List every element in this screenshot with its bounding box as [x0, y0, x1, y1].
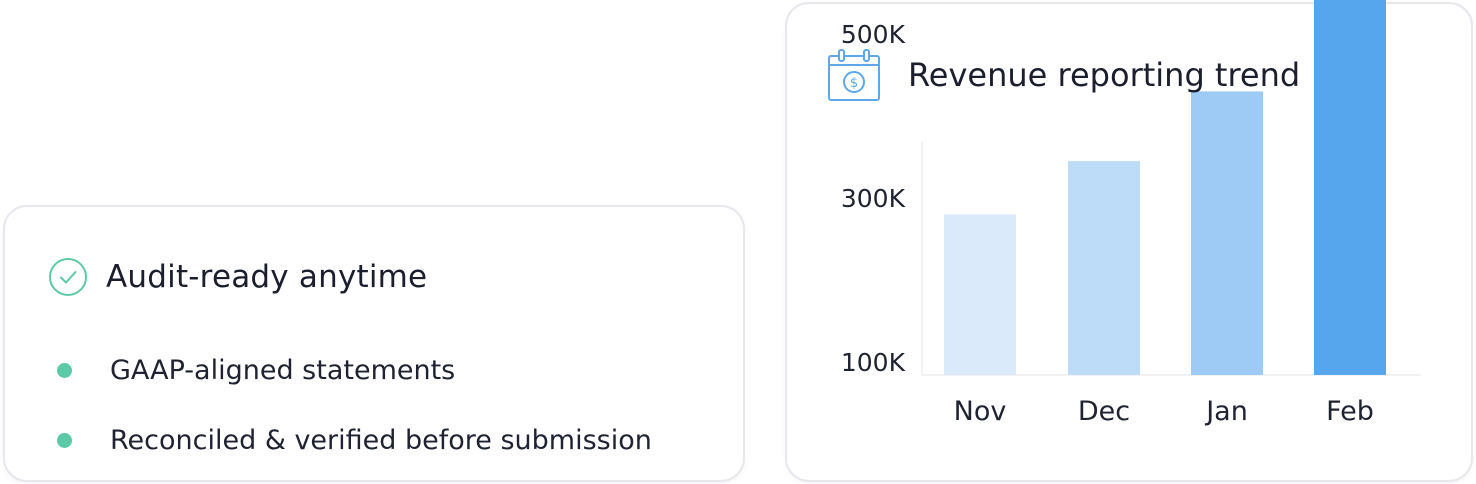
- y-tick-label: 300K: [841, 184, 906, 213]
- list-item-label: Reconciled & verified before submission: [110, 424, 652, 456]
- y-tick-label: 500K: [841, 20, 906, 49]
- revenue-card: 100K 300K 500K Nov Dec Jan Feb $ Revenue repor…: [785, 0, 1473, 482]
- revenue-header: $ Revenue reporting trend: [827, 48, 1300, 102]
- list-item-label: GAAP-aligned statements: [110, 354, 456, 386]
- x-tick-label: Jan: [1204, 396, 1248, 427]
- bullet-dot-icon: [57, 362, 72, 378]
- bullet-dot-icon: [57, 432, 72, 448]
- svg-text:$: $: [850, 76, 858, 91]
- revenue-title: Revenue reporting trend: [908, 56, 1301, 94]
- audit-feature-list: GAAP-aligned statements Reconciled & ver…: [57, 335, 652, 475]
- calendar-dollar-icon: $: [827, 48, 881, 102]
- list-item: GAAP-aligned statements: [57, 335, 652, 405]
- x-tick-label: Dec: [1078, 396, 1130, 427]
- check-circle-icon: [48, 257, 88, 297]
- x-tick-label: Feb: [1326, 396, 1374, 427]
- audit-title: Audit-ready anytime: [106, 259, 428, 295]
- audit-card: Audit-ready anytime GAAP-aligned stateme…: [3, 205, 745, 482]
- bar-feb: [1314, 0, 1386, 375]
- bar-jan: [1191, 91, 1263, 376]
- y-tick-label: 100K: [841, 348, 906, 377]
- bar-nov: [944, 214, 1016, 375]
- list-item: Reconciled & verified before submission: [57, 405, 652, 475]
- revenue-bar-chart: 100K 300K 500K Nov Dec Jan Feb: [841, 0, 1421, 427]
- x-tick-label: Nov: [954, 396, 1007, 427]
- bar-dec: [1068, 161, 1140, 375]
- audit-header: Audit-ready anytime: [48, 257, 427, 297]
